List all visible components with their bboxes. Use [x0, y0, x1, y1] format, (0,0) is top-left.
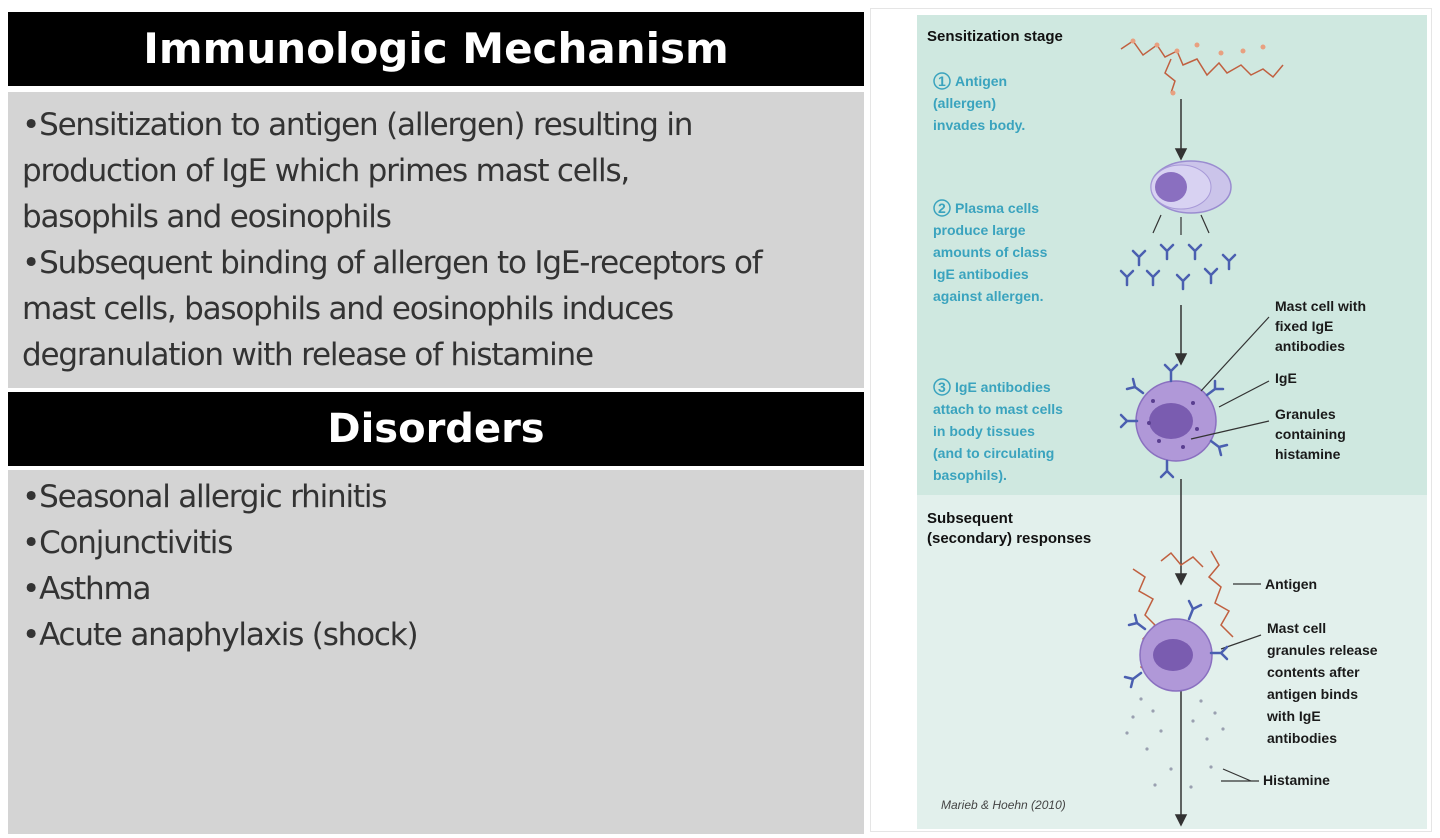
- mast-cell-label-line: fixed IgE: [1275, 318, 1333, 334]
- mast-cell-label-line: Mast cell with: [1275, 298, 1366, 314]
- step1-number: 1: [938, 73, 946, 89]
- release-label-line: antigen binds: [1267, 686, 1358, 702]
- mechanism-header: Immunologic Mechanism: [8, 12, 864, 86]
- antigen-dots: [1130, 38, 1266, 96]
- subsequent-heading-line2: (secondary) responses: [927, 530, 1091, 547]
- step1-line: Antigen: [955, 73, 1007, 89]
- arrowhead-icon: [1174, 148, 1188, 161]
- step2-number: 2: [938, 200, 946, 216]
- ige-label: IgE: [1275, 370, 1297, 386]
- release-label-line: contents after: [1267, 664, 1360, 680]
- flow-arrows: [1174, 99, 1188, 827]
- disorder-item: •Asthma: [22, 571, 151, 607]
- step2-line: produce large: [933, 222, 1026, 238]
- bullet-line: production of IgE which primes mast cell…: [22, 153, 630, 189]
- plasma-cell-icon: [1150, 160, 1232, 214]
- bullet-line: basophils and eosinophils: [22, 199, 392, 235]
- antigen-strand-icon: [1120, 39, 1284, 94]
- step3-line: basophils).: [933, 467, 1007, 483]
- left-column: Immunologic Mechanism •Sensitization to …: [8, 12, 864, 834]
- release-label-line: antibodies: [1267, 730, 1337, 746]
- arrowhead-icon: [1174, 814, 1188, 827]
- disorder-item: •Acute anaphylaxis (shock): [22, 617, 419, 653]
- diagram-svg: Sensitization stage Subsequent (secondar…: [917, 15, 1427, 829]
- antigen-label: Antigen: [1265, 576, 1317, 592]
- degranulating-mast-cell-icon: [1139, 618, 1213, 692]
- step2-line: IgE antibodies: [933, 266, 1029, 282]
- step2-line: amounts of class: [933, 244, 1048, 260]
- step3-line: attach to mast cells: [933, 401, 1063, 417]
- sensitization-heading: Sensitization stage: [927, 28, 1063, 45]
- bullet-line: •Sensitization to antigen (allergen) res…: [22, 107, 693, 143]
- credit-text: Marieb & Hoehn (2010): [941, 798, 1066, 812]
- step3-line: IgE antibodies: [955, 379, 1051, 395]
- mechanism-bullet-1: •Sensitization to antigen (allergen) res…: [22, 102, 850, 240]
- arrowhead-icon: [1174, 573, 1188, 586]
- release-label-line: Mast cell: [1267, 620, 1326, 636]
- disorder-item: •Conjunctivitis: [22, 525, 233, 561]
- bullet-line: •Subsequent binding of allergen to IgE-r…: [22, 245, 763, 281]
- mechanism-panel: •Sensitization to antigen (allergen) res…: [8, 92, 864, 388]
- mast-cell-icon: [1135, 380, 1217, 462]
- subsequent-heading-line1: Subsequent: [927, 510, 1013, 527]
- step2-line: Plasma cells: [955, 200, 1039, 216]
- disorders-header: Disorders: [8, 392, 864, 466]
- step1-line: invades body.: [933, 117, 1025, 133]
- hypersensitivity-diagram: Sensitization stage Subsequent (secondar…: [870, 8, 1432, 832]
- fixed-ige-icon: [1119, 363, 1229, 479]
- bullet-line: degranulation with release of histamine: [22, 337, 594, 373]
- granules-label-line: containing: [1275, 426, 1346, 442]
- step3-number-circle: [933, 378, 951, 396]
- release-label-line: with IgE: [1266, 708, 1321, 724]
- bullet-line: mast cells, basophils and eosinophils in…: [22, 291, 674, 327]
- small-arrows: [1152, 214, 1210, 235]
- granules-label-line: histamine: [1275, 446, 1341, 462]
- step3-number: 3: [938, 379, 946, 395]
- ige-antibodies-icon: [1119, 243, 1237, 291]
- arrowhead-icon: [1174, 353, 1188, 366]
- step1-line: (allergen): [933, 95, 996, 111]
- step3-line: in body tissues: [933, 423, 1035, 439]
- step2-number-circle: [933, 199, 951, 217]
- bound-ige-icon: [1123, 599, 1229, 689]
- step1-number-circle: [933, 72, 951, 90]
- leader-lines: [1190, 316, 1270, 782]
- mechanism-bullet-2: •Subsequent binding of allergen to IgE-r…: [22, 240, 850, 378]
- step2-line: against allergen.: [933, 288, 1043, 304]
- release-label-line: granules release: [1267, 642, 1378, 658]
- disorders-panel: •Seasonal allergic rhinitis •Conjunctivi…: [8, 470, 864, 834]
- histamine-granules-icon: [1125, 697, 1225, 789]
- histamine-label: Histamine: [1263, 772, 1330, 788]
- disorder-item: •Seasonal allergic rhinitis: [22, 479, 387, 515]
- mast-cell-label-line: antibodies: [1275, 338, 1345, 354]
- step3-line: (and to circulating: [933, 445, 1054, 461]
- granules-label-line: Granules: [1275, 406, 1336, 422]
